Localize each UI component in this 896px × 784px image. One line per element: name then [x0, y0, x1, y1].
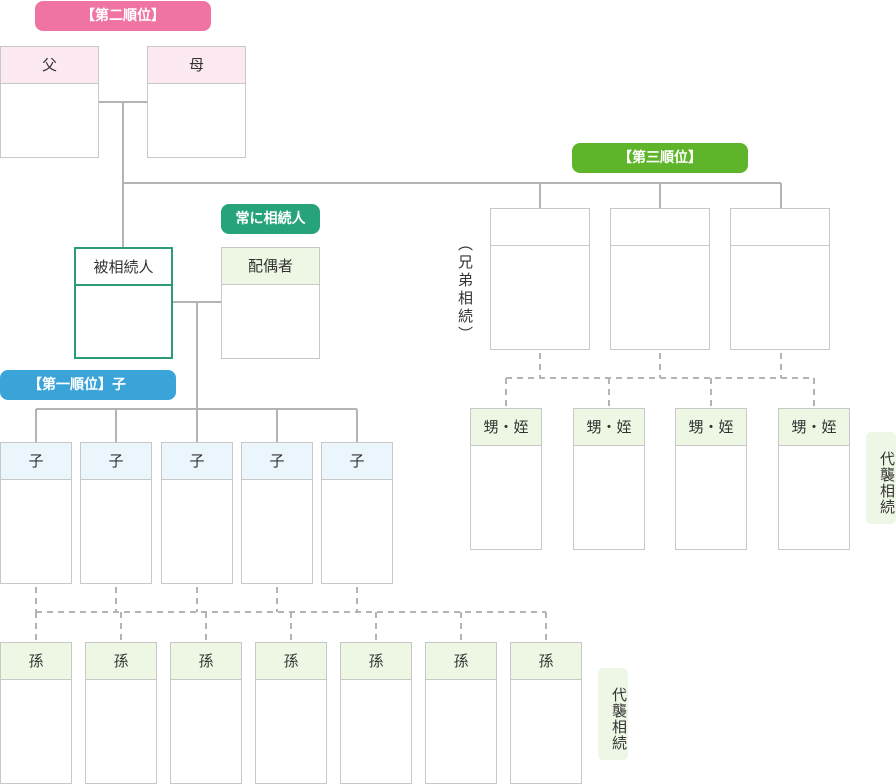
sibling-box	[490, 208, 590, 350]
child-box: 子	[80, 442, 152, 584]
nephew-niece-label: 甥・姪	[574, 409, 644, 446]
sibling-box	[730, 208, 830, 350]
nephew-niece-box: 甥・姪	[573, 408, 645, 550]
spouse-label: 配偶者	[222, 248, 319, 285]
grandchild-box: 孫	[255, 642, 327, 784]
nephew-niece-box: 甥・姪	[675, 408, 747, 550]
grandchild-box: 孫	[0, 642, 72, 784]
always-heir-badge: 常に相続人	[221, 204, 320, 234]
mother-box: 母	[147, 46, 246, 158]
child-box: 子	[321, 442, 393, 584]
child-label: 子	[322, 443, 392, 480]
nephew-niece-label: 甥・姪	[779, 409, 849, 446]
grandchild-label: 孫	[86, 643, 156, 680]
representative-inheritance-note: 代襲相続	[866, 432, 896, 524]
grandchild-label: 孫	[426, 643, 496, 680]
grandchild-label: 孫	[171, 643, 241, 680]
grandchild-box: 孫	[340, 642, 412, 784]
nephew-niece-box: 甥・姪	[470, 408, 542, 550]
nephew-niece-box: 甥・姪	[778, 408, 850, 550]
second-rank-badge: 【第二順位】	[35, 1, 211, 31]
representative-inheritance-note-bottom: 代襲相続	[598, 668, 628, 760]
father-box: 父	[0, 46, 99, 158]
child-label: 子	[162, 443, 232, 480]
child-label: 子	[1, 443, 71, 480]
nephew-niece-label: 甥・姪	[471, 409, 541, 446]
sibling-box	[610, 208, 710, 350]
first-rank-badge: 【第一順位】子	[0, 370, 176, 400]
child-label: 子	[242, 443, 312, 480]
grandchild-box: 孫	[85, 642, 157, 784]
grandchild-box: 孫	[425, 642, 497, 784]
grandchild-label: 孫	[341, 643, 411, 680]
grandchild-label: 孫	[1, 643, 71, 680]
dashed-connectors	[35, 353, 815, 642]
decedent-label: 被相続人	[76, 249, 171, 286]
child-box: 子	[161, 442, 233, 584]
grandchild-box: 孫	[510, 642, 582, 784]
child-label: 子	[81, 443, 151, 480]
spouse-box: 配偶者	[221, 247, 320, 359]
grandchild-label: 孫	[256, 643, 326, 680]
grandchild-label: 孫	[511, 643, 581, 680]
child-box: 子	[0, 442, 72, 584]
third-rank-badge: 【第三順位】	[572, 143, 748, 173]
decedent-box: 被相続人	[74, 247, 173, 359]
nephew-niece-label: 甥・姪	[676, 409, 746, 446]
mother-label: 母	[148, 47, 245, 84]
grandchild-box: 孫	[170, 642, 242, 784]
father-label: 父	[1, 47, 98, 84]
child-box: 子	[241, 442, 313, 584]
solid-connectors	[35, 101, 782, 443]
siblings-label: （兄弟相続）	[456, 236, 474, 344]
